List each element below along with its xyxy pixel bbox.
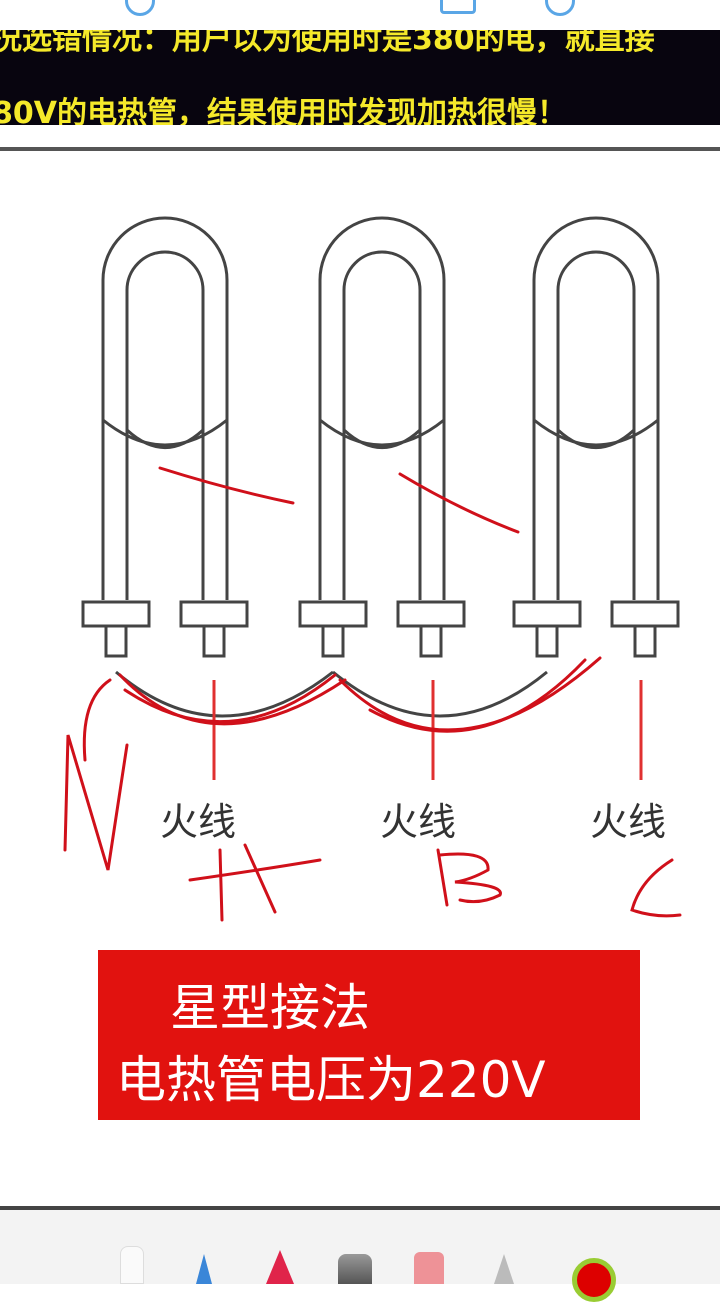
phase-label: 火线 bbox=[380, 800, 457, 844]
heater-tubes-diagram bbox=[63, 216, 682, 922]
heater-tube-3 bbox=[532, 216, 660, 600]
divider bbox=[0, 125, 720, 151]
top-nav-bar bbox=[0, 0, 720, 30]
marker-tool-icon[interactable] bbox=[196, 1254, 212, 1284]
heater-tube-2 bbox=[318, 216, 446, 600]
phase-label: 火线 bbox=[160, 800, 237, 844]
caption-line-2: 80V的电热管，结果使用时发现加热很慢！ bbox=[0, 96, 567, 125]
pen-tool-icon[interactable] bbox=[120, 1246, 144, 1284]
phase-label: 火线 bbox=[590, 800, 667, 844]
handwritten-N bbox=[63, 734, 129, 871]
nav-icon[interactable] bbox=[125, 0, 155, 16]
eraser-tool-icon[interactable] bbox=[414, 1252, 444, 1284]
banner-subtitle: 电热管电压为220V bbox=[116, 1051, 546, 1109]
banner-title: 星型接法 bbox=[170, 979, 370, 1037]
video-caption: 况选错情况：用户以为使用时是380的电，就直接 80V的电热管，结果使用时发现加… bbox=[0, 30, 720, 125]
neutral-link bbox=[115, 670, 334, 718]
nav-icon[interactable] bbox=[545, 0, 575, 16]
color-picker-icon[interactable] bbox=[572, 1258, 616, 1302]
caption-line-1: 况选错情况：用户以为使用时是380的电，就直接 bbox=[0, 30, 655, 57]
star-connection-banner: 星型接法 电热管电压为220V bbox=[98, 950, 640, 1120]
markup-toolbar bbox=[0, 1206, 720, 1302]
neutral-link bbox=[332, 670, 548, 718]
handwritten-B bbox=[436, 848, 502, 907]
fill-tool-icon[interactable] bbox=[338, 1254, 372, 1284]
handwritten-annotations bbox=[63, 466, 682, 922]
square-icon[interactable] bbox=[440, 0, 476, 14]
handwritten-C bbox=[630, 858, 682, 918]
heater-tube-1 bbox=[101, 216, 229, 600]
crayon-tool-icon[interactable] bbox=[266, 1250, 294, 1284]
lasso-tool-icon[interactable] bbox=[494, 1254, 514, 1284]
handwritten-A bbox=[188, 843, 322, 922]
